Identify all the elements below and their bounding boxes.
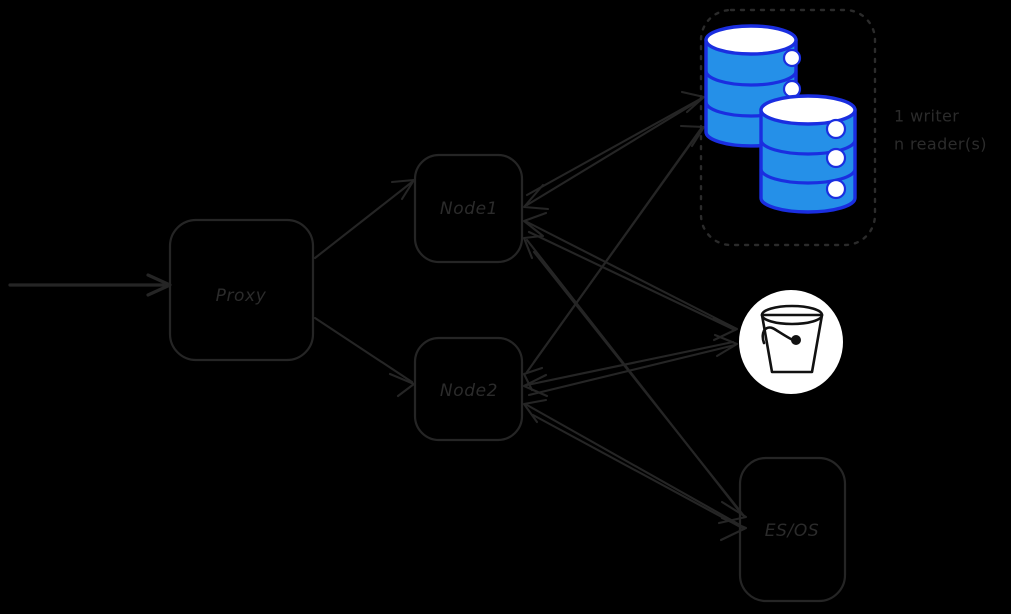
database-cylinder-front-icon bbox=[759, 94, 857, 214]
node2-box[interactable] bbox=[413, 336, 524, 442]
bucket-icon[interactable] bbox=[739, 290, 843, 394]
node-node1[interactable]: Node1 bbox=[413, 153, 524, 264]
bucket-knob-icon bbox=[791, 335, 801, 345]
database-group[interactable] bbox=[699, 8, 877, 247]
bucket-rim-icon bbox=[760, 304, 824, 326]
edge-proxy-to-node2 bbox=[313, 316, 416, 398]
bucket-body-icon bbox=[760, 313, 824, 374]
db-note-line-2: n reader(s) bbox=[894, 135, 987, 154]
edge-node1-database bbox=[522, 90, 706, 211]
esos-label: ES/OS bbox=[765, 521, 819, 541]
edge-node2-database bbox=[522, 124, 706, 392]
node-esos[interactable]: ES/OS bbox=[738, 456, 847, 603]
edge-proxy-to-node1 bbox=[313, 178, 416, 260]
node1-label: Node1 bbox=[440, 199, 498, 219]
node1-box[interactable] bbox=[413, 153, 524, 264]
database-group-border bbox=[699, 8, 877, 247]
proxy-box[interactable] bbox=[168, 218, 315, 362]
edge-node2-esos bbox=[522, 398, 748, 542]
db-note-line-1: 1 writer bbox=[894, 107, 959, 126]
esos-box[interactable] bbox=[738, 456, 847, 603]
database-note: 1 writer n reader(s) bbox=[894, 107, 987, 154]
edge-external-to-proxy bbox=[8, 273, 172, 297]
bucket-handle-icon bbox=[761, 326, 797, 345]
edge-node1-bucket bbox=[522, 211, 739, 342]
edge-node2-bucket bbox=[522, 333, 739, 398]
node2-label: Node2 bbox=[440, 381, 498, 401]
node-proxy[interactable]: Proxy bbox=[168, 218, 315, 362]
node-node2[interactable]: Node2 bbox=[413, 336, 524, 442]
proxy-label: Proxy bbox=[216, 286, 267, 306]
